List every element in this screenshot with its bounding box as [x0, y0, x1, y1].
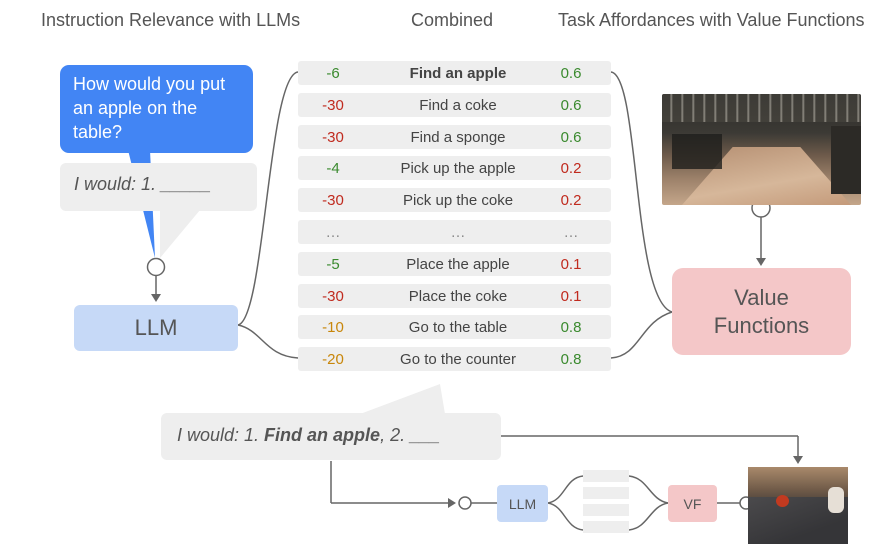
- table-row: -6 Find an apple 0.6: [298, 61, 611, 85]
- vf-score: 0.6: [560, 128, 582, 146]
- table-row: -10 Go to the table 0.8: [298, 315, 611, 340]
- action-label: Find an apple: [409, 65, 507, 82]
- vf-brace-top: [610, 71, 673, 313]
- llm-score: -4: [326, 160, 340, 178]
- answer-prefix-bubble: I would: 1. _____: [60, 163, 257, 211]
- robot-table-image: [748, 467, 848, 544]
- llm-score: -30: [322, 128, 344, 146]
- action-label: Pick up the coke: [402, 192, 514, 210]
- llm-brace-bottom: [237, 324, 299, 359]
- robot-camera-image: [662, 94, 861, 205]
- chosen-action: Find an apple: [264, 425, 381, 445]
- mini-row-1: [583, 470, 629, 482]
- bottom-bubble-tail: [360, 384, 445, 414]
- small-llm-box: LLM: [497, 485, 548, 522]
- vf-brace-bottom: [610, 311, 673, 359]
- next-step-bubble: I would: 1. Find an apple, 2. ___: [161, 413, 501, 460]
- vf-score: 0.1: [560, 287, 582, 305]
- question-bubble: How would you put an apple on the table?: [60, 65, 253, 153]
- mini-row-4: [583, 521, 629, 533]
- action-label: Place the coke: [408, 287, 508, 305]
- table-row: -30 Find a sponge 0.6: [298, 124, 611, 149]
- llm-score: …: [325, 224, 341, 241]
- vf-score: 0.2: [560, 192, 582, 210]
- vf-score: 0.6: [560, 96, 582, 114]
- action-label: Go to the table: [408, 319, 508, 337]
- arrow-to-scene: [793, 456, 803, 464]
- combined-header: Combined: [411, 10, 494, 30]
- vf-score: 0.6: [560, 65, 582, 82]
- instruction-relevance-header: Instruction Relevance with LLMs: [41, 10, 301, 30]
- table-row: -30 Pick up the coke 0.2: [298, 188, 611, 213]
- llm-input-node: [146, 257, 166, 277]
- action-label: Find a sponge: [410, 128, 506, 146]
- llm-score: -30: [322, 192, 344, 210]
- llm-box: LLM: [74, 305, 238, 351]
- llm-score: -30: [322, 287, 344, 305]
- table-row: -30 Place the coke 0.1: [298, 283, 611, 308]
- mini-row-2: [583, 487, 629, 499]
- arrow-to-llm: [151, 294, 161, 302]
- vf-score: 0.8: [560, 319, 582, 337]
- table-row: -30 Find a coke 0.6: [298, 92, 611, 117]
- arrow-to-value-functions: [756, 258, 766, 266]
- value-functions-label-line1: Value: [734, 284, 789, 310]
- value-functions-box: Value Functions: [672, 268, 851, 355]
- llm-score: -30: [322, 96, 344, 114]
- small-llm-input-node: [458, 496, 472, 510]
- next-step-prefix: I would: 1.: [177, 425, 265, 445]
- value-functions-label-line2: Functions: [713, 312, 810, 338]
- action-label: …: [450, 224, 466, 241]
- task-affordances-header: Task Affordances with Value Functions: [558, 10, 865, 30]
- vf-score: 0.1: [560, 255, 582, 273]
- vf-score: 0.8: [560, 351, 582, 369]
- table-row: … … …: [298, 220, 611, 244]
- table-row: -5 Place the apple 0.1: [298, 251, 611, 276]
- small-vf-box: VF: [668, 485, 717, 522]
- llm-score: -10: [322, 319, 344, 337]
- llm-score: -20: [322, 351, 344, 369]
- llm-brace-top: [237, 71, 299, 326]
- llm-score: -5: [326, 255, 340, 273]
- action-label: Go to the counter: [400, 351, 516, 369]
- vf-score: 0.2: [560, 160, 582, 178]
- grey-bubble-tail: [160, 210, 200, 258]
- next-step-suffix: , 2. ___: [380, 425, 441, 445]
- action-label: Pick up the apple: [400, 160, 516, 178]
- action-label: Find a coke: [419, 96, 497, 114]
- mini-row-3: [583, 504, 629, 516]
- vf-score: …: [563, 224, 579, 241]
- action-label: Place the apple: [406, 255, 510, 273]
- table-row: -4 Pick up the apple 0.2: [298, 156, 611, 181]
- llm-score: -6: [326, 65, 340, 82]
- table-row: -20 Go to the counter 0.8: [298, 347, 611, 372]
